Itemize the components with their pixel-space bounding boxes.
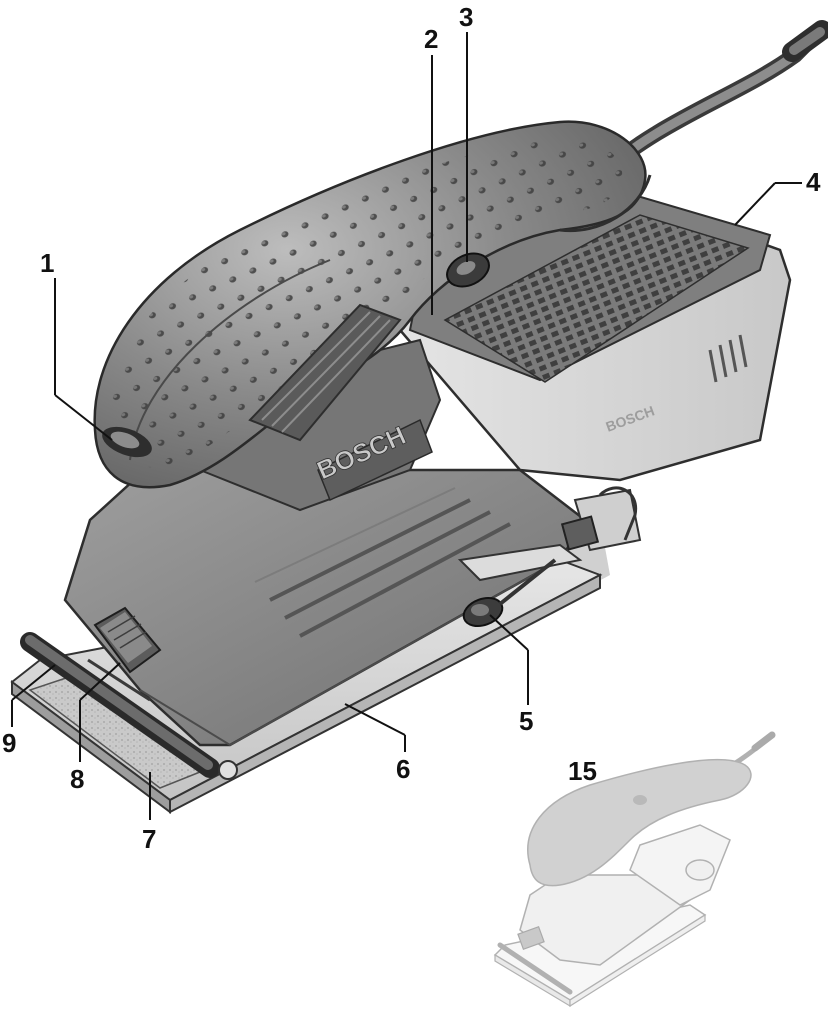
ghost-sander-thumbnail: [493, 731, 776, 1008]
leader-1-b: [54, 394, 113, 441]
callout-2: 2: [424, 24, 438, 54]
rear-clamp-lever: [457, 543, 583, 628]
leader-8-b: [79, 662, 121, 701]
leader-6-b: [344, 703, 406, 736]
callout-7: 7: [142, 824, 156, 854]
leader-4-b: [734, 182, 776, 226]
lower-housing: [63, 468, 587, 747]
vent-grid: [443, 214, 750, 383]
on-off-switch: [102, 426, 152, 458]
rear-housing: BOSCH: [398, 183, 792, 482]
callout-6: 6: [396, 754, 410, 784]
clamp-bar-front: [20, 632, 238, 780]
handle: BOSCH: [93, 120, 652, 512]
speed-dial: [446, 252, 490, 288]
leader-lines: [11, 32, 802, 820]
callout-15: 15: [568, 756, 597, 786]
callout-4: 4: [806, 167, 821, 197]
callout-9: 9: [2, 728, 16, 758]
dust-port: [560, 486, 642, 552]
leader-9-b: [11, 664, 56, 701]
callout-5: 5: [519, 706, 533, 736]
callout-3: 3: [459, 2, 473, 32]
callout-labels: 1 2 3 4 5 6 7 8 9 15: [2, 2, 821, 854]
side-vent-slits: [708, 334, 748, 383]
callout-8: 8: [70, 764, 84, 794]
front-clamp-lever: [87, 606, 162, 702]
callout-1: 1: [40, 248, 54, 278]
leader-5-b: [489, 614, 529, 651]
